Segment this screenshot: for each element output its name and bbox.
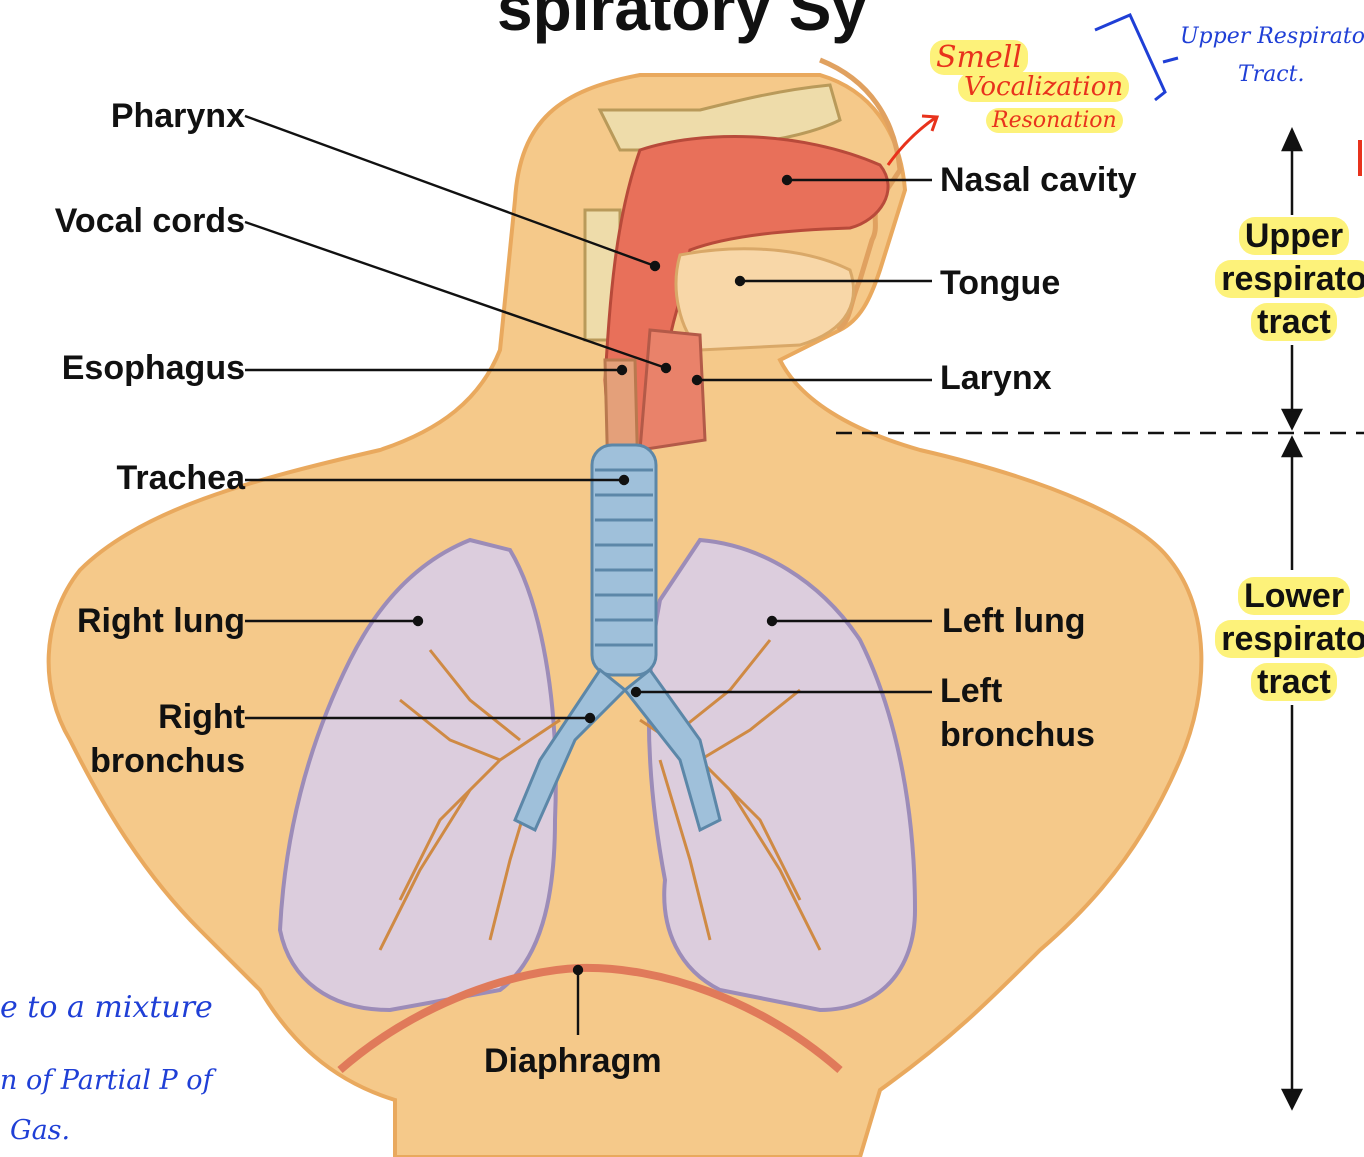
blue-note-upper-respiratory: Upper Respiratory — [1180, 24, 1364, 49]
label-larynx: Larynx — [940, 357, 1052, 399]
tongue-shape — [676, 249, 853, 350]
lower-tract-line1: Lower — [1238, 577, 1350, 615]
label-esophagus: Esophagus — [0, 347, 245, 389]
red-note-resonation: Resonation — [986, 108, 1123, 133]
upper-tract-line1: Upper — [1239, 217, 1349, 255]
lower-tract-line2: respirato — [1215, 620, 1364, 658]
lower-tract-label: Lower respirato tract — [1184, 575, 1364, 704]
larynx-shape — [640, 330, 705, 450]
lower-tract-arrow — [1283, 438, 1301, 1108]
label-right-bronchus-line2: bronchus — [0, 740, 245, 782]
label-trachea: Trachea — [0, 457, 245, 499]
label-pharynx: Pharynx — [20, 95, 245, 137]
blue-note-line2: n of Partial P of — [0, 1065, 213, 1096]
red-note-smell: Smell — [930, 40, 1028, 75]
label-left-lung: Left lung — [942, 600, 1086, 642]
red-corner-mark — [1358, 140, 1362, 176]
upper-tract-label: Upper respirato tract — [1184, 215, 1364, 344]
label-tongue: Tongue — [940, 262, 1060, 304]
title-fragment: spiratory Sy — [497, 0, 867, 44]
label-diaphragm: Diaphragm — [484, 1040, 662, 1082]
red-note-vocalization: Vocalization — [958, 72, 1129, 102]
upper-tract-line2: respirato — [1215, 260, 1364, 298]
blue-note-tract: Tract. — [1238, 62, 1304, 87]
label-vocal-cords: Vocal cords — [0, 200, 245, 242]
blue-note-line3: Gas. — [10, 1115, 70, 1146]
lower-tract-line3: tract — [1251, 663, 1337, 701]
label-right-lung: Right lung — [0, 600, 245, 642]
upper-tract-line3: tract — [1251, 303, 1337, 341]
label-right-bronchus-line1: Right — [0, 696, 245, 738]
blue-note-line1: e to a mixture — [0, 990, 213, 1025]
label-left-bronchus-line1: Left — [940, 670, 1002, 712]
label-left-bronchus-line2: bronchus — [940, 714, 1095, 756]
label-nasal-cavity: Nasal cavity — [940, 159, 1137, 201]
